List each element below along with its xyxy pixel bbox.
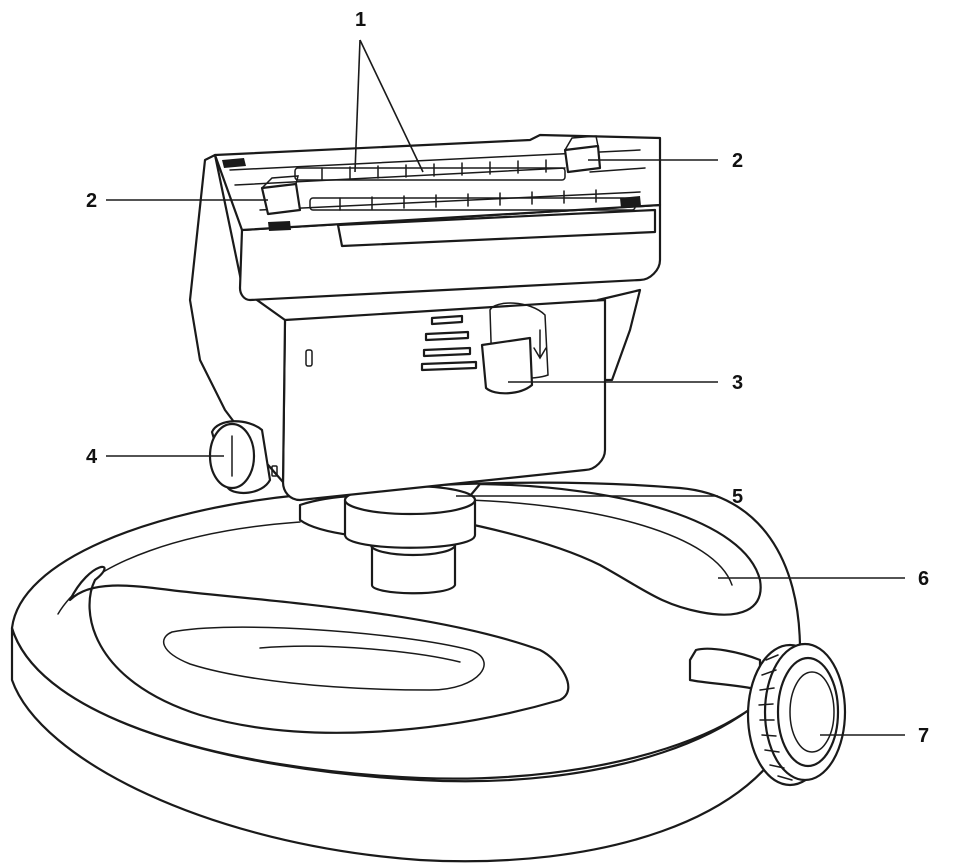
callout-3: 3	[732, 372, 743, 394]
leader-lines	[106, 39, 905, 736]
pillar	[343, 484, 477, 595]
callout-2-left: 2	[86, 190, 97, 212]
slide-lever	[480, 302, 549, 395]
callout-2-right: 2	[732, 150, 743, 172]
latch-left	[260, 175, 302, 216]
callout-5: 5	[732, 486, 743, 508]
callout-4: 4	[86, 446, 98, 468]
callout-7: 7	[918, 725, 929, 747]
callout-1: 1	[355, 9, 366, 31]
latch-right	[563, 135, 602, 174]
callout-6: 6	[918, 568, 929, 590]
leader-1b	[359, 39, 424, 173]
device-head	[188, 133, 662, 502]
side-knob	[208, 420, 278, 495]
socket-row-1	[294, 159, 566, 181]
leader-1a	[354, 39, 361, 173]
callouts: 1 2 2 3 4 5 6 7	[86, 9, 929, 747]
adjustment-knob	[746, 642, 847, 787]
vent-lines	[420, 314, 478, 372]
